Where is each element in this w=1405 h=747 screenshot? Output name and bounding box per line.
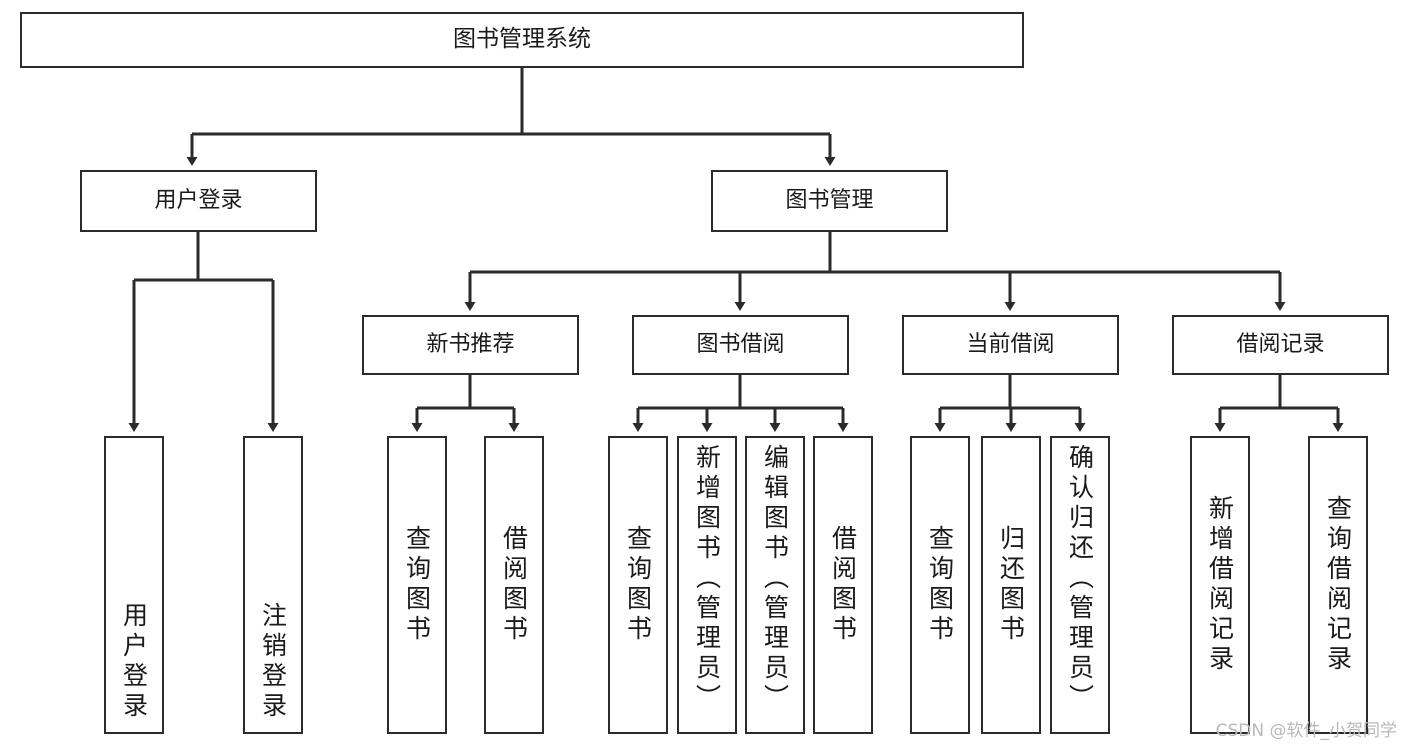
- node-book-borrow[interactable]: 图书借阅: [632, 315, 849, 375]
- node-root[interactable]: 图书管理系统: [20, 12, 1024, 68]
- leaf-return-book-label: 归还图书: [996, 525, 1026, 645]
- leaf-query-book-borrow-label: 查询图书: [623, 525, 653, 645]
- leaf-add-book-admin[interactable]: 新增图书（管理员）: [677, 436, 737, 734]
- leaf-query-book-borrow[interactable]: 查询图书: [608, 436, 668, 734]
- node-book-management[interactable]: 图书管理: [711, 170, 948, 232]
- leaf-query-book-recommend-label: 查询图书: [402, 525, 432, 645]
- node-book-management-label: 图书管理: [785, 187, 874, 213]
- leaf-query-borrow-record-label: 查询借阅记录: [1323, 495, 1353, 675]
- leaf-borrow-book-recommend[interactable]: 借阅图书: [484, 436, 544, 734]
- node-current-borrow-label: 当前借阅: [966, 331, 1055, 357]
- leaf-query-book-recommend[interactable]: 查询图书: [387, 436, 447, 734]
- node-new-book-recommend[interactable]: 新书推荐: [362, 315, 579, 375]
- watermark: CSDN @软件_小贺同学: [1215, 721, 1397, 741]
- node-borrow-record[interactable]: 借阅记录: [1172, 315, 1389, 375]
- leaf-query-book-current[interactable]: 查询图书: [910, 436, 970, 734]
- node-new-book-recommend-label: 新书推荐: [426, 331, 515, 357]
- leaf-borrow-book-recommend-label: 借阅图书: [499, 525, 529, 645]
- node-user-login-label: 用户登录: [154, 187, 243, 213]
- leaf-edit-book-admin[interactable]: 编辑图书（管理员）: [745, 436, 805, 734]
- leaf-borrow-book-label: 借阅图书: [828, 525, 858, 645]
- leaf-logout-login[interactable]: 注销登录: [243, 436, 303, 734]
- node-borrow-record-label: 借阅记录: [1236, 331, 1325, 357]
- leaf-add-borrow-record[interactable]: 新增借阅记录: [1190, 436, 1250, 734]
- leaf-return-book[interactable]: 归还图书: [981, 436, 1041, 734]
- leaf-query-book-current-label: 查询图书: [925, 525, 955, 645]
- leaf-logout-login-label: 注销登录: [258, 602, 288, 722]
- leaf-user-login[interactable]: 用户登录: [104, 436, 164, 734]
- leaf-confirm-return-admin-label: 确认归还（管理员）: [1065, 444, 1095, 714]
- node-current-borrow[interactable]: 当前借阅: [902, 315, 1119, 375]
- leaf-edit-book-admin-label: 编辑图书（管理员）: [760, 444, 790, 714]
- leaf-borrow-book[interactable]: 借阅图书: [813, 436, 873, 734]
- leaf-query-borrow-record[interactable]: 查询借阅记录: [1308, 436, 1368, 734]
- leaf-confirm-return-admin[interactable]: 确认归还（管理员）: [1050, 436, 1110, 734]
- leaf-add-borrow-record-label: 新增借阅记录: [1205, 495, 1235, 675]
- leaf-user-login-label: 用户登录: [119, 602, 149, 722]
- node-root-label: 图书管理系统: [453, 26, 591, 53]
- leaf-add-book-admin-label: 新增图书（管理员）: [692, 444, 722, 714]
- node-user-login[interactable]: 用户登录: [80, 170, 317, 232]
- node-book-borrow-label: 图书借阅: [696, 331, 785, 357]
